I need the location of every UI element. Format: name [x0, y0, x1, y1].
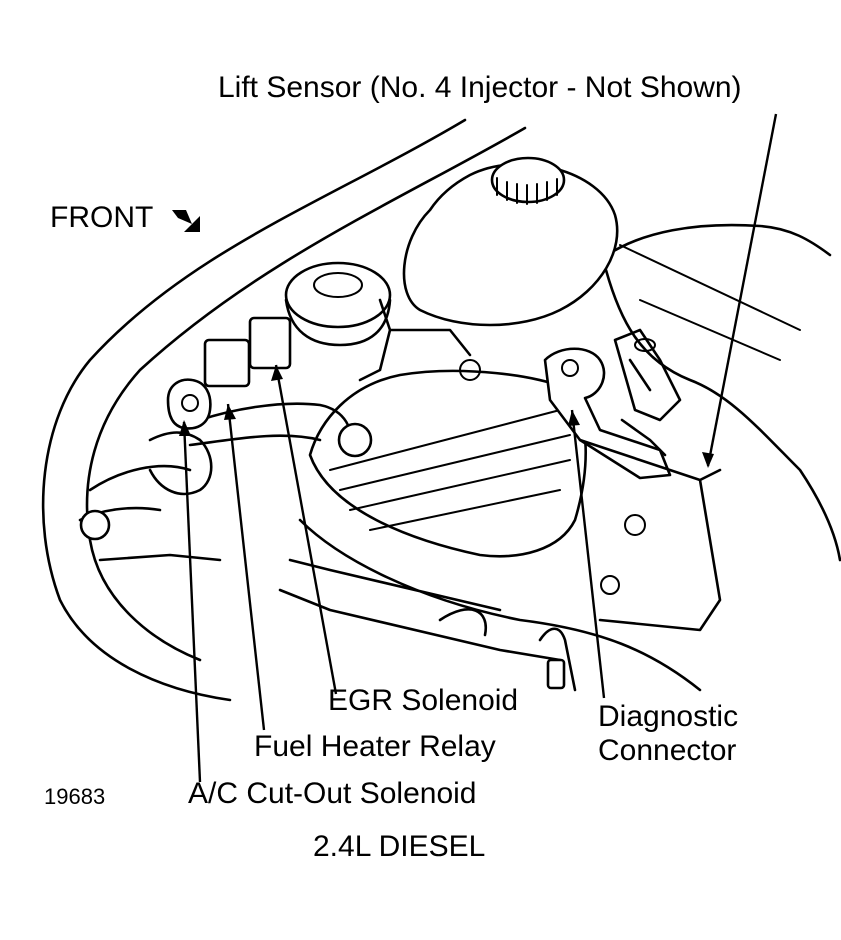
leader-arrowhead-relay [224, 404, 236, 420]
coolant-reservoir-body [402, 162, 619, 327]
arrow-down-right-icon [172, 210, 200, 232]
ac-solenoid-nut [181, 394, 199, 412]
strut-tower-ridge [619, 244, 801, 361]
label-diagnostic-connector-line2: Connector [598, 734, 737, 767]
label-diagnostic-connector: Diagnostic Connector [598, 700, 738, 768]
egr-solenoid-body [248, 316, 292, 370]
diagnostic-connector-hole [561, 359, 579, 377]
label-lift-sensor: Lift Sensor (No. 4 Injector - Not Shown) [218, 71, 742, 104]
reservoir-cap-ridges [496, 177, 558, 205]
valve-cover-bolt [459, 359, 481, 381]
fuel-line-fitting [546, 658, 566, 690]
leader-diagnostic-connector [570, 409, 606, 699]
leader-arrowhead-ac [179, 420, 191, 436]
diagnostic-bracket [543, 347, 672, 480]
intake-manifold [278, 518, 702, 692]
engine-caption: 2.4L DIESEL [313, 830, 486, 863]
label-ac-cutout-solenoid: A/C Cut-Out Solenoid [188, 777, 477, 810]
label-diagnostic-connector-line1: Diagnostic [598, 700, 739, 733]
fuel-heater-relay-body [203, 338, 251, 388]
fuel-line [438, 608, 577, 692]
leader-arrowhead-egr [271, 365, 283, 381]
oil-filler-neck [284, 298, 392, 347]
label-egr-solenoid: EGR Solenoid [328, 684, 519, 717]
leader-ac-cutout-solenoid [182, 421, 202, 783]
hose-clamp [337, 422, 373, 458]
leader-egr-solenoid [274, 364, 338, 695]
leader-arrowhead-lift [702, 452, 714, 468]
oil-filler-cap [284, 261, 392, 329]
right-bracket-plate [578, 438, 722, 632]
figure-number: 19683 [44, 784, 106, 809]
left-hose-pipe [148, 431, 213, 496]
ac-solenoid-body [166, 378, 212, 430]
leader-lift-sensor [706, 113, 778, 467]
right-fender-outline [598, 223, 832, 262]
bracket-bolt [600, 575, 620, 595]
oil-filler-cap-inner [313, 272, 363, 298]
lift-sensor-connector [613, 328, 682, 457]
bracket-bolt [624, 514, 646, 536]
leader-fuel-heater-relay [226, 403, 266, 731]
leader-arrowhead-diag [568, 410, 580, 426]
label-fuel-heater-relay: Fuel Heater Relay [254, 730, 496, 763]
valve-cover-ribs [329, 409, 571, 531]
hose-clamp [79, 509, 111, 541]
cap-bracket [358, 298, 472, 382]
lift-sensor-clip [634, 338, 656, 352]
label-front: FRONT [50, 201, 154, 234]
fender-inner-outline [85, 126, 527, 662]
left-hose-lower [188, 434, 322, 447]
fender-outer-outline [41, 118, 467, 702]
